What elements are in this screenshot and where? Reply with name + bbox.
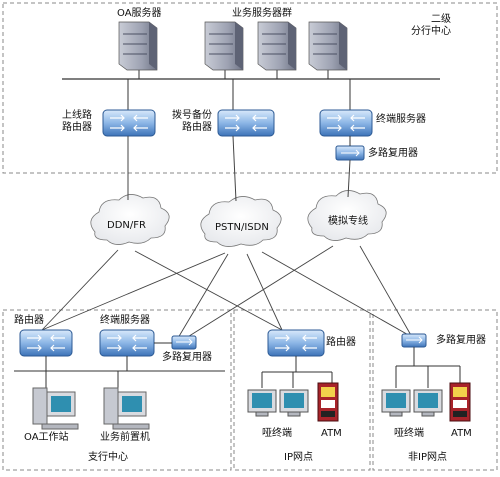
server-oa xyxy=(118,21,158,71)
server-drops xyxy=(127,69,351,110)
terminal-server-branch-label: 终端服务器 xyxy=(100,315,150,326)
cloud-ddn xyxy=(90,194,170,245)
device-dialup-router xyxy=(217,109,275,137)
uplink-router-label: 上线路 路由器 xyxy=(62,110,92,133)
branch-lan xyxy=(14,356,225,388)
dumb-terminal-ip-2-icon xyxy=(279,389,309,417)
atm-ip-label: ATM xyxy=(321,428,342,439)
cloud-pstn-label: PSTN/ISDN xyxy=(215,222,269,233)
cloud-pstn xyxy=(200,196,282,247)
atm-nonip-icon xyxy=(449,382,471,422)
wan-links xyxy=(41,245,413,339)
device-multiplexer-top xyxy=(335,145,365,161)
device-router-branch xyxy=(19,329,73,357)
region-nonip-border xyxy=(372,309,498,471)
region-branch-border xyxy=(2,309,232,471)
region-ip-label: IP网点 xyxy=(284,452,313,463)
business-cluster-label: 业务服务器群 xyxy=(232,8,292,19)
business-front-label: 业务前置机 xyxy=(100,432,150,443)
server-business-2 xyxy=(257,21,297,71)
dumb-terminal-ip-label: 哑终端 xyxy=(262,428,292,439)
server-business-3 xyxy=(308,21,348,71)
terminal-server-top-label: 终端服务器 xyxy=(376,114,426,125)
device-multiplexer-branch xyxy=(171,335,197,350)
region-level2-border xyxy=(2,2,498,174)
dumb-terminal-nonip-2-icon xyxy=(413,389,443,417)
dialup-router-label: 拨号备份 路由器 xyxy=(172,110,212,133)
device-router-ip xyxy=(267,329,325,357)
uplinks xyxy=(127,135,351,202)
router-ip-label: 路由器 xyxy=(326,337,356,348)
cloud-ddn-label: DDN/FR xyxy=(107,220,146,231)
nonip-lan xyxy=(395,347,461,388)
multiplexer-nonip-label: 多路复用器 xyxy=(436,335,486,346)
oa-workstation-label: OA工作站 xyxy=(24,432,69,443)
region-borders xyxy=(2,2,498,471)
region-branch-label: 支行中心 xyxy=(88,452,128,463)
multiplexer-branch-label: 多路复用器 xyxy=(162,352,212,363)
cloud-analog-label: 模拟专线 xyxy=(328,216,368,227)
dumb-terminal-ip-1-icon xyxy=(247,389,277,417)
device-uplink-router xyxy=(102,109,156,137)
device-multiplexer-nonip xyxy=(401,333,427,348)
atm-ip-icon xyxy=(317,382,339,422)
oa-server-label: OA服务器 xyxy=(117,8,162,19)
cloud-analog xyxy=(307,190,387,241)
atm-nonip-label: ATM xyxy=(451,428,472,439)
oa-workstation-icon xyxy=(32,387,79,430)
dumb-terminal-nonip-label: 哑终端 xyxy=(394,428,424,439)
router-branch-label: 路由器 xyxy=(14,315,44,326)
device-terminal-server-branch xyxy=(99,329,155,357)
dumb-terminal-nonip-1-icon xyxy=(381,389,411,417)
ip-lan xyxy=(261,356,333,388)
region-ip-border xyxy=(233,309,371,471)
region-level2-label: 二级 分行中心 xyxy=(411,14,451,37)
region-nonip-label: 非IP网点 xyxy=(408,452,447,463)
business-front-icon xyxy=(103,387,150,430)
device-terminal-server-top xyxy=(319,109,373,137)
server-business-1 xyxy=(204,21,244,71)
multiplexer-top-label: 多路复用器 xyxy=(368,148,418,159)
